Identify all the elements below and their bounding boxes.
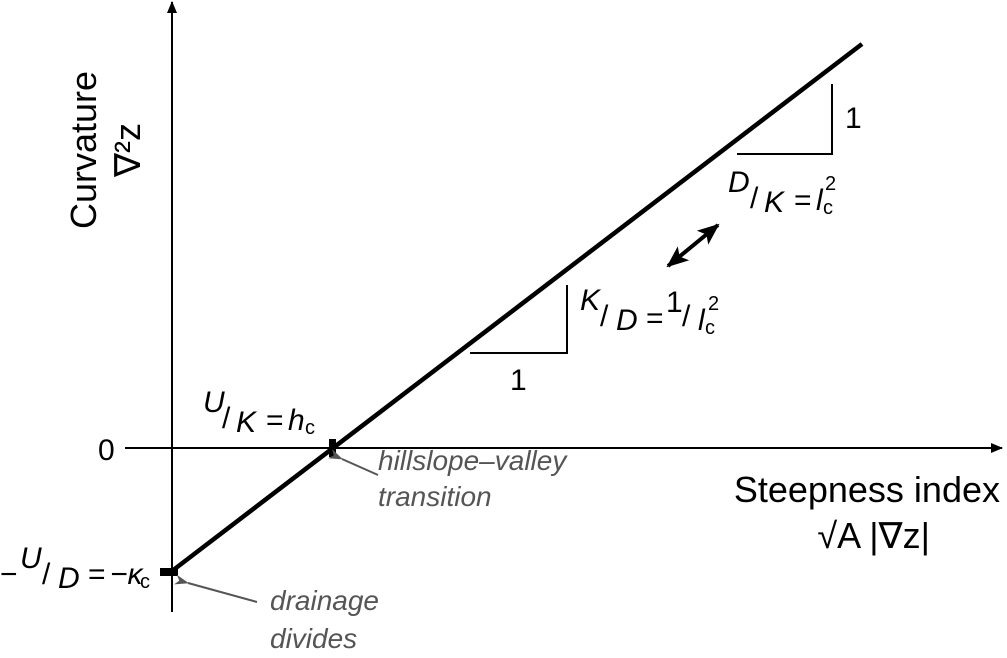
svg-text:l: l bbox=[698, 304, 706, 337]
zero-tick-label: 0 bbox=[98, 434, 115, 467]
y-axis-label: Curvature bbox=[63, 71, 104, 229]
lower-slope-equation: K / D = 1 / l c 2 bbox=[580, 284, 719, 339]
y-intercept-equation: − U / D = −κ c bbox=[0, 542, 150, 595]
svg-text:K: K bbox=[580, 284, 602, 317]
upper-slope-triangle bbox=[737, 84, 833, 155]
svg-text:D: D bbox=[616, 304, 638, 337]
divides-note-line1: drainage bbox=[270, 585, 379, 616]
x-intercept-equation: U / K = h c bbox=[203, 386, 315, 439]
svg-text:c: c bbox=[140, 571, 150, 593]
transition-note-line2: transition bbox=[378, 481, 492, 512]
svg-text:/: / bbox=[222, 402, 231, 435]
svg-text:/: / bbox=[600, 300, 609, 333]
svg-text:/: / bbox=[682, 300, 691, 333]
svg-text:=: = bbox=[646, 302, 664, 335]
double-arrow bbox=[666, 223, 720, 268]
svg-text:/: / bbox=[42, 558, 51, 591]
svg-text:2: 2 bbox=[708, 293, 719, 315]
divides-arrow bbox=[174, 574, 258, 603]
lower-run-label: 1 bbox=[510, 364, 527, 397]
svg-text:−κ: −κ bbox=[110, 558, 145, 591]
svg-text:K: K bbox=[236, 406, 258, 439]
svg-text:c: c bbox=[705, 317, 715, 339]
transition-marker bbox=[329, 439, 336, 457]
x-axis-symbol: √A |∇z| bbox=[817, 515, 930, 556]
x-axis-label: Steepness index bbox=[734, 469, 1000, 510]
y-axis-symbol: ∇²z bbox=[107, 123, 148, 178]
svg-text:c: c bbox=[305, 417, 315, 439]
svg-text:U: U bbox=[203, 386, 225, 419]
upper-rise-label: 1 bbox=[845, 102, 862, 135]
svg-text:2: 2 bbox=[825, 173, 836, 195]
svg-text:−: − bbox=[0, 558, 18, 591]
transition-arrow bbox=[328, 449, 379, 476]
svg-text:=: = bbox=[266, 404, 284, 437]
svg-text:c: c bbox=[823, 197, 833, 219]
upper-slope-equation: D / K = l c 2 bbox=[728, 166, 836, 219]
svg-text:=: = bbox=[88, 558, 106, 591]
transition-note-line1: hillslope–valley bbox=[378, 445, 568, 476]
divide-marker bbox=[160, 568, 178, 576]
svg-text:1: 1 bbox=[666, 286, 683, 319]
svg-text:h: h bbox=[288, 404, 305, 437]
relationship-line bbox=[170, 42, 864, 573]
lower-slope-triangle bbox=[470, 285, 568, 354]
divides-note-line2: divides bbox=[270, 623, 357, 654]
svg-text:U: U bbox=[20, 542, 42, 575]
svg-text:D: D bbox=[58, 562, 80, 595]
svg-text:K: K bbox=[764, 186, 786, 219]
svg-text:=: = bbox=[794, 184, 812, 217]
svg-text:D: D bbox=[728, 166, 750, 199]
svg-text:/: / bbox=[750, 182, 759, 215]
svg-text:l: l bbox=[816, 184, 824, 217]
